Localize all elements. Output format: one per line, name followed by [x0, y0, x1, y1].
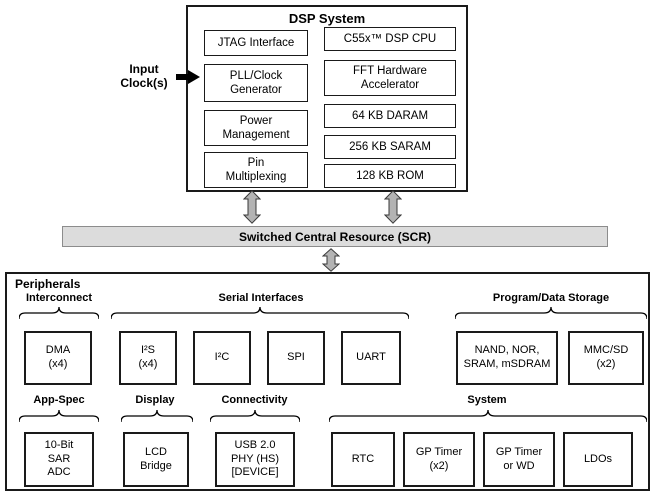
- group-label-interconnect: Interconnect: [25, 292, 92, 304]
- group-label-display: Display: [135, 394, 175, 406]
- group-brace: [19, 410, 99, 422]
- group-brace: [329, 410, 647, 422]
- mmc-sd-block: MMC/SD (x2): [568, 331, 644, 385]
- i2s-block: I²S (x4): [119, 331, 177, 385]
- dsp-system-title: DSP System: [288, 11, 366, 26]
- rtc-block: RTC: [331, 432, 395, 487]
- fft-hardware-accelerator-block: FFT Hardware Accelerator: [324, 60, 456, 96]
- saram-block: 256 KB SARAM: [324, 135, 456, 159]
- uart-block: UART: [341, 331, 401, 385]
- nand-nor-sram-msdram-block: NAND, NOR, SRAM, mSDRAM: [456, 331, 558, 385]
- dsp-system-box: DSP System JTAG Interface PLL/Clock Gene…: [186, 5, 468, 192]
- group-brace: [455, 307, 647, 319]
- peripherals-box: Peripherals Interconnect Serial Interfac…: [5, 272, 650, 491]
- usb-phy-block: USB 2.0 PHY (HS) [DEVICE]: [215, 432, 295, 487]
- switched-central-resource-bar: Switched Central Resource (SCR): [62, 226, 608, 247]
- group-label-program-data-storage: Program/Data Storage: [492, 292, 610, 304]
- peripherals-title: Peripherals: [15, 277, 81, 291]
- group-label-connectivity: Connectivity: [221, 394, 288, 406]
- lcd-bridge-block: LCD Bridge: [123, 432, 189, 487]
- group-brace: [19, 307, 99, 319]
- gp-timer-block: GP Timer (x2): [403, 432, 475, 487]
- scr-label: Switched Central Resource (SCR): [238, 229, 432, 244]
- c55x-dsp-cpu-block: C55x™ DSP CPU: [324, 27, 456, 51]
- i2c-block: I²C: [193, 331, 251, 385]
- rom-block: 128 KB ROM: [324, 164, 456, 188]
- input-clock-arrow-icon: [176, 70, 200, 84]
- dma-block: DMA (x4): [24, 331, 92, 385]
- gp-timer-wd-block: GP Timer or WD: [483, 432, 555, 487]
- sar-adc-block: 10-Bit SAR ADC: [24, 432, 94, 487]
- power-management-block: Power Management: [204, 110, 308, 146]
- bidirectional-arrow-icon: [384, 190, 402, 224]
- bidirectional-arrow-icon: [322, 248, 340, 272]
- group-brace: [210, 410, 300, 422]
- bidirectional-arrow-icon: [243, 190, 261, 224]
- input-clocks-label: Input Clock(s): [120, 62, 168, 91]
- spi-block: SPI: [267, 331, 325, 385]
- group-brace: [111, 307, 409, 319]
- jtag-interface-block: JTAG Interface: [204, 30, 308, 56]
- group-label-system: System: [467, 394, 507, 406]
- group-label-serial-interfaces: Serial Interfaces: [218, 292, 304, 304]
- group-label-app-spec: App-Spec: [33, 394, 85, 406]
- pll-clock-generator-block: PLL/Clock Generator: [204, 64, 308, 102]
- group-brace: [121, 410, 193, 422]
- daram-block: 64 KB DARAM: [324, 104, 456, 128]
- ldos-block: LDOs: [563, 432, 633, 487]
- pin-multiplexing-block: Pin Multiplexing: [204, 152, 308, 188]
